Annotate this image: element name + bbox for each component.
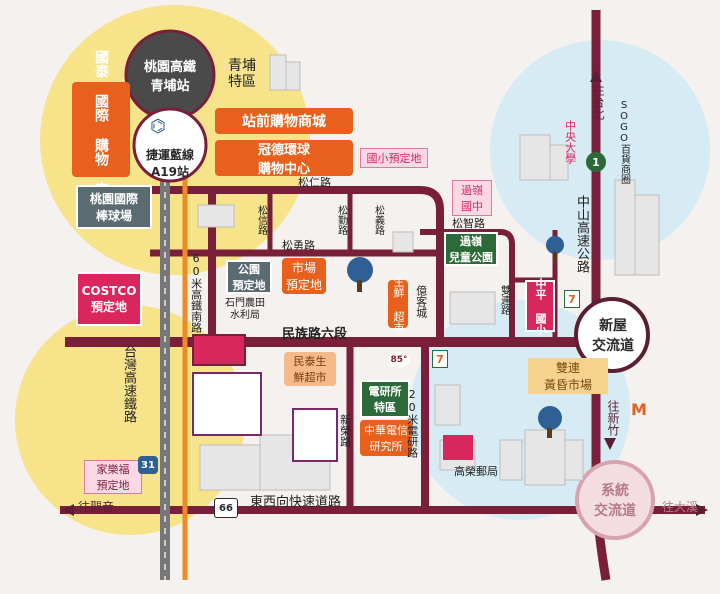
arrow-north-icon xyxy=(590,70,602,82)
songren-road-line xyxy=(150,186,444,342)
system-interchange-label: 系統 交流道 xyxy=(594,483,636,519)
central-university-label: 中央大學 xyxy=(563,120,577,164)
post-office-building xyxy=(443,435,473,460)
trees-group xyxy=(347,236,564,438)
costco-site-label: COSTCO 預定地 xyxy=(76,272,142,326)
arrow-south-icon xyxy=(604,438,616,450)
system-interchange-circle xyxy=(575,460,655,540)
project-site-block-1 xyxy=(192,372,262,436)
shuanglian-market-label: 雙連 黃昏市場 xyxy=(528,358,608,394)
road-20m-label: 20米電研路 xyxy=(405,388,419,458)
yixin-label: 億客城 xyxy=(414,285,428,318)
xinrong-road-label: 新榮路 xyxy=(338,414,352,447)
arrow-west-icon xyxy=(62,504,74,516)
to-xinzhu-label: 往新竹 xyxy=(606,400,620,436)
east-west-expressway-label: 東西向快速道路 xyxy=(250,495,342,510)
road-60m-label: 60米高鐵南路 xyxy=(189,252,203,333)
mrt-station-circle xyxy=(132,107,208,183)
market-site-label: 市場 預定地 xyxy=(282,258,326,294)
sales-office-building xyxy=(192,334,246,366)
route-31-shield-icon: 31 xyxy=(138,456,158,474)
songyi-road-label: 松義路 xyxy=(372,205,384,235)
hsr-station-label: 桃園高鐵 青埔站 xyxy=(143,60,196,94)
route-66-shield-icon: 66 xyxy=(214,498,238,518)
station-mall-label: 站前購物商城 xyxy=(215,108,353,134)
seven-eleven-icon-2: 7 xyxy=(432,350,448,368)
seven-eleven-icon-1: 7 xyxy=(564,290,580,308)
minfeng-supermarket-label: 民泰生 鮮超市 xyxy=(284,352,336,386)
shuanglian-road-label: 雙連路 xyxy=(498,285,510,315)
mrt-logo-icon: ⌬ xyxy=(150,116,166,137)
songyong-road-label: 松勇路 xyxy=(282,239,315,252)
sogo-district-label: SOGO百貨商圈 xyxy=(618,100,630,184)
qingpu-district-label: 青埔 特區 xyxy=(228,58,256,91)
to-taipei-label: 往台北 xyxy=(591,84,605,120)
songzhi-road-line xyxy=(420,229,515,342)
gloria-mall-label: 冠德環球 購物中心 xyxy=(215,140,353,177)
songqin-road-label: 松勤路 xyxy=(335,205,347,235)
hsr-rail-label: 台灣高速鐵路 xyxy=(120,345,136,423)
cht-institute-label: 中華電信 研究所 xyxy=(360,420,412,456)
zhongping-school-label: 中平 國小 xyxy=(525,278,555,335)
cathay-mall-label: 國泰 國際 購物 商城 xyxy=(72,50,130,210)
xinwu-interchange-circle xyxy=(574,297,650,373)
supermarket-label: 生鮮 超市 xyxy=(388,276,408,333)
songren-road-label: 松仁路 xyxy=(298,176,331,189)
to-guanyin-label: 往觀音 xyxy=(78,500,115,514)
park-site-label: 公園 預定地 xyxy=(226,260,272,294)
minzu-road-label: 民族路六段 xyxy=(282,327,348,342)
post-office-label: 高榮郵局 xyxy=(454,465,498,478)
mcdonalds-icon: M xyxy=(631,399,647,419)
carrefour-site-label: 家樂福 預定地 xyxy=(84,460,142,494)
guoling-middle-school-label: 過嶺 國中 xyxy=(452,180,492,216)
guoling-park-label: 過嶺 兒童公園 xyxy=(444,232,498,266)
xinwu-interchange-label: 新屋 交流道 xyxy=(592,318,634,354)
mrt-station-label: 捷運藍線 A19站 xyxy=(145,148,194,179)
research-zone-label: 電研所 特區 xyxy=(360,380,410,418)
songzhi-road-label: 松智路 xyxy=(452,217,485,230)
irrigation-office-label: 石門農田 水利局 xyxy=(225,298,265,321)
baseball-stadium-label: 桃園國際 棒球場 xyxy=(76,185,152,229)
to-daxi-label: 往大溪 xyxy=(662,500,699,514)
zhongshan-highway-label: 中山高速公路 xyxy=(573,195,589,273)
songxin-road-label: 松信路 xyxy=(255,205,267,235)
school-site-label: 國小預定地 xyxy=(360,148,428,168)
arrow-east-icon xyxy=(696,504,708,516)
route-1-shield-icon: 1 xyxy=(586,152,606,172)
project-site-block-2 xyxy=(292,408,338,462)
shop-85-icon: 85° xyxy=(388,352,410,368)
